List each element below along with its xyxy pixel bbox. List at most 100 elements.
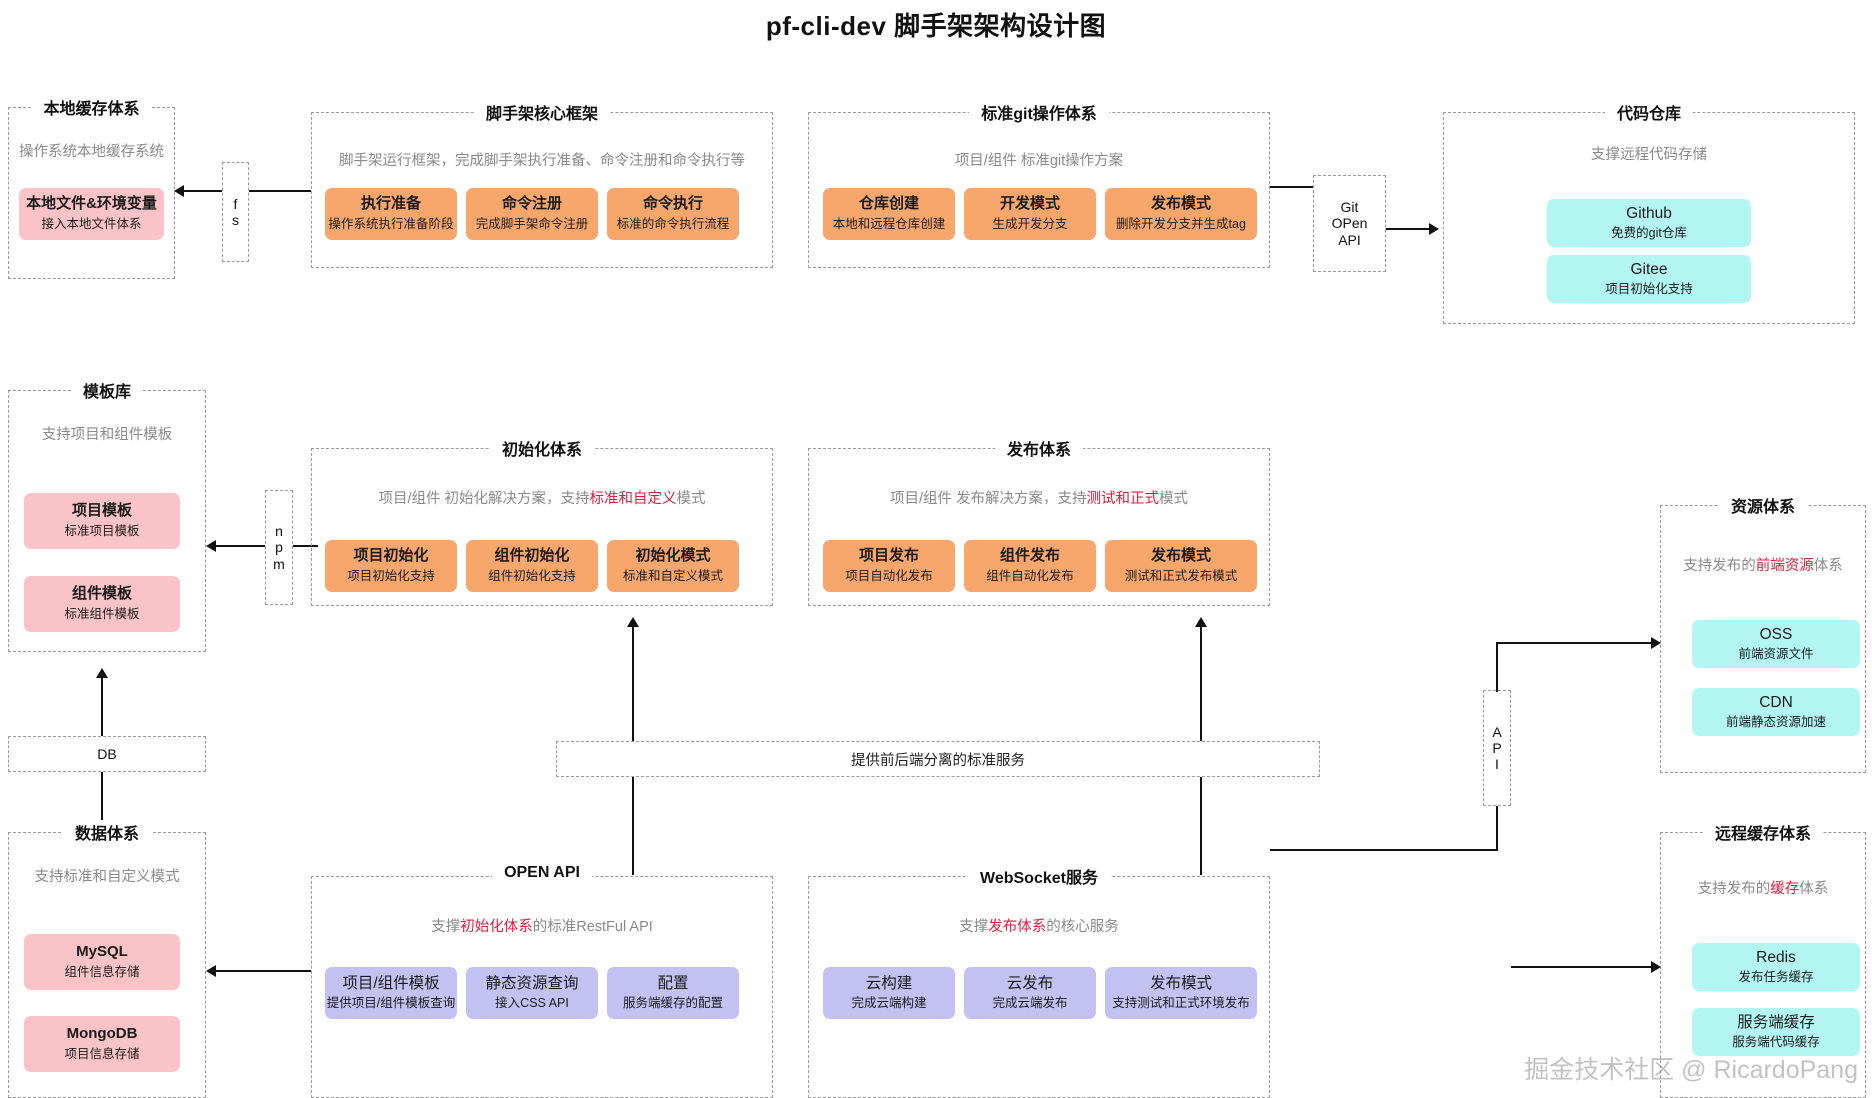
group-title-code-repo: 代码仓库: [1604, 100, 1694, 124]
group-title-core-framework: 脚手架核心框架: [473, 100, 611, 124]
card-component-publish[interactable]: 组件发布 组件自动化发布: [964, 540, 1096, 592]
desc-highlight: 发布体系: [988, 919, 1047, 935]
card-project-template[interactable]: 项目模板 标准项目模板: [24, 493, 180, 549]
connector-bar-to-websocket: [1200, 777, 1202, 875]
api-char-2: P: [1492, 739, 1502, 756]
card-title: OSS: [1759, 626, 1793, 643]
card-cdn[interactable]: CDN 前端静态资源加速: [1692, 688, 1860, 736]
card-command-register[interactable]: 命令注册 完成脚手架命令注册: [466, 188, 598, 240]
group-title-publish-system: 发布体系: [994, 436, 1084, 460]
card-title: 项目发布: [858, 547, 919, 565]
connector-api-up: [1496, 642, 1498, 692]
card-subtitle: 标准和自定义模式: [622, 569, 723, 584]
card-title: 发布模式: [1150, 195, 1211, 213]
card-title: 云发布: [1006, 975, 1054, 992]
card-title: 配置: [657, 975, 689, 992]
desc-highlight: 前端资源: [1755, 558, 1814, 574]
card-title: MySQL: [76, 943, 128, 961]
card-oss[interactable]: OSS 前端资源文件: [1692, 620, 1860, 668]
card-local-file-env[interactable]: 本地文件&环境变量 接入本地文件体系: [19, 188, 164, 240]
edge-label-fs-char-1: f: [233, 195, 238, 212]
card-publish-mode[interactable]: 发布模式 测试和正式发布模式: [1105, 540, 1257, 592]
desc-highlight: 测试和正式: [1086, 491, 1160, 507]
group-desc-resource-system: 支持发布的前端资源体系: [1661, 554, 1865, 575]
arrow-to-init-system: [627, 617, 639, 627]
card-subtitle: 本地和远程仓库创建: [832, 217, 946, 232]
card-static-resource-query[interactable]: 静态资源查询 接入CSS API: [466, 967, 598, 1019]
edge-label-git-open-api: Git OPen API: [1313, 175, 1386, 272]
group-code-repo: 代码仓库 支撑远程代码存储: [1443, 100, 1855, 324]
card-gitee[interactable]: Gitee 项目初始化支持: [1547, 255, 1751, 303]
card-title: 组件初始化: [494, 547, 570, 565]
arrow-to-data-system: [206, 965, 216, 977]
card-subtitle: 项目自动化发布: [845, 569, 933, 584]
arrow-to-local-cache: [174, 185, 184, 197]
connector-publish-down: [1200, 625, 1202, 741]
group-title-git-ops: 标准git操作体系: [969, 100, 1109, 124]
edge-label-fs: f s: [222, 162, 249, 262]
connector-git-to-openapi: [1270, 186, 1313, 188]
git-open-api-line-1: Git: [1340, 199, 1359, 216]
connector-db-up: [101, 676, 103, 736]
connector-api-down: [1496, 806, 1498, 850]
card-subtitle: 组件自动化发布: [986, 569, 1074, 584]
connector-openapi-to-repo: [1386, 228, 1429, 230]
group-open-api: OPEN API 支撑初始化体系的标准RestFul API: [311, 864, 773, 1098]
connector-db-down: [101, 772, 103, 832]
group-desc-websocket: 支撑发布体系的核心服务: [809, 915, 1269, 936]
group-publish-system: 发布体系 项目/组件 发布解决方案，支持测试和正式模式: [808, 436, 1270, 606]
card-mongodb[interactable]: MongoDB 项目信息存储: [24, 1016, 180, 1072]
card-config[interactable]: 配置 服务端缓存的配置: [607, 967, 739, 1019]
card-mysql[interactable]: MySQL 组件信息存储: [24, 934, 180, 990]
card-redis[interactable]: Redis 发布任务缓存: [1692, 943, 1860, 991]
card-component-init[interactable]: 组件初始化 组件初始化支持: [466, 540, 598, 592]
card-title: 云构建: [865, 975, 913, 992]
card-title: Redis: [1756, 949, 1796, 966]
connector-core-to-fs: [249, 190, 311, 192]
npm-char-2: p: [275, 539, 283, 556]
card-websocket-publish-mode[interactable]: 发布模式 支持测试和正式环境发布: [1105, 967, 1257, 1019]
card-repo-create[interactable]: 仓库创建 本地和远程仓库创建: [823, 188, 955, 240]
card-subtitle: 项目初始化支持: [347, 569, 435, 584]
npm-char-1: n: [275, 523, 283, 540]
connector-api-to-oss: [1496, 642, 1651, 644]
connector-init-down: [632, 625, 634, 741]
connector-npm-to-template: [215, 545, 265, 547]
desc-post: 体系: [1813, 558, 1843, 574]
card-github[interactable]: Github 免费的git仓库: [1547, 199, 1751, 247]
card-title: MongoDB: [66, 1025, 138, 1043]
card-release-mode[interactable]: 发布模式 删除开发分支并生成tag: [1105, 188, 1257, 240]
group-desc-data-system: 支持标准和自定义模式: [34, 869, 180, 885]
card-subtitle: 发布任务缓存: [1738, 970, 1814, 985]
group-data-system: 数据体系 支持标准和自定义模式: [8, 820, 206, 1098]
group-template-lib: 模板库 支持项目和组件模板: [8, 378, 206, 652]
connector-websocket-to-api: [1270, 849, 1498, 851]
api-char-3: I: [1495, 756, 1499, 773]
card-subtitle: 服务端缓存的配置: [622, 996, 723, 1011]
group-title-resource-system: 资源体系: [1718, 493, 1808, 517]
card-title: 仓库创建: [858, 195, 919, 213]
card-project-component-template-api[interactable]: 项目/组件模板 提供项目/组件模板查询: [325, 967, 457, 1019]
card-title: CDN: [1759, 694, 1793, 711]
edge-label-npm: n p m: [265, 490, 293, 605]
desc-post: 体系: [1799, 881, 1829, 897]
connector-openapi-to-data: [215, 970, 311, 972]
card-project-init[interactable]: 项目初始化 项目初始化支持: [325, 540, 457, 592]
group-title-remote-cache: 远程缓存体系: [1702, 820, 1824, 844]
group-desc-open-api: 支撑初始化体系的标准RestFul API: [312, 915, 772, 936]
desc-highlight: 标准和自定义: [589, 491, 677, 507]
card-dev-mode[interactable]: 开发模式 生成开发分支: [964, 188, 1096, 240]
card-command-execute[interactable]: 命令执行 标准的命令执行流程: [607, 188, 739, 240]
card-server-cache[interactable]: 服务端缓存 服务端代码缓存: [1692, 1008, 1860, 1056]
card-cloud-build[interactable]: 云构建 完成云端构建: [823, 967, 955, 1019]
card-cloud-publish[interactable]: 云发布 完成云端发布: [964, 967, 1096, 1019]
group-remote-cache: 远程缓存体系 支持发布的缓存体系: [1660, 820, 1866, 1098]
card-subtitle: 前端静态资源加速: [1725, 715, 1826, 730]
card-init-mode[interactable]: 初始化模式 标准和自定义模式: [607, 540, 739, 592]
card-subtitle: 组件初始化支持: [488, 569, 576, 584]
card-subtitle: 支持测试和正式环境发布: [1112, 996, 1250, 1011]
card-component-template[interactable]: 组件模板 标准组件模板: [24, 576, 180, 632]
card-project-publish[interactable]: 项目发布 项目自动化发布: [823, 540, 955, 592]
card-subtitle: 完成脚手架命令注册: [475, 217, 589, 232]
card-exec-prepare[interactable]: 执行准备 操作系统执行准备阶段: [325, 188, 457, 240]
